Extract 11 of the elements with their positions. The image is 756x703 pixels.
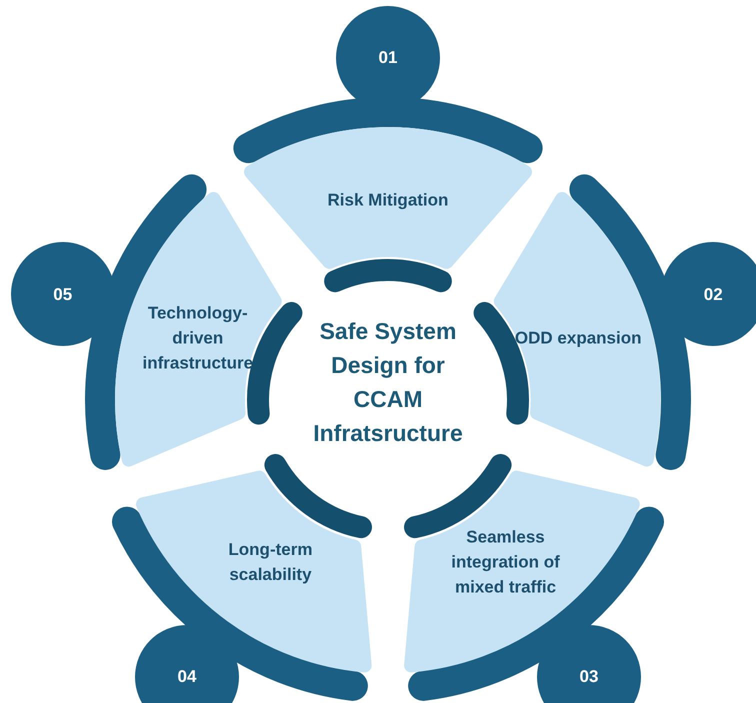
segment-label: ODD expansion: [514, 328, 642, 350]
step-number: 01: [378, 47, 398, 70]
center-title: Safe System Design for CCAM Infratsructure: [312, 317, 464, 448]
step-number: 04: [178, 666, 196, 688]
step-number: 05: [53, 284, 72, 306]
step-number: 02: [704, 284, 723, 306]
segment-label: Long-term scalability: [227, 538, 314, 586]
segment-label: Seamless integration of mixed traffic: [450, 526, 561, 598]
segment-label: Technology-driven infrastructure: [142, 302, 254, 375]
step-number: 03: [580, 666, 598, 688]
segment-label: Risk Mitigation: [326, 190, 450, 212]
